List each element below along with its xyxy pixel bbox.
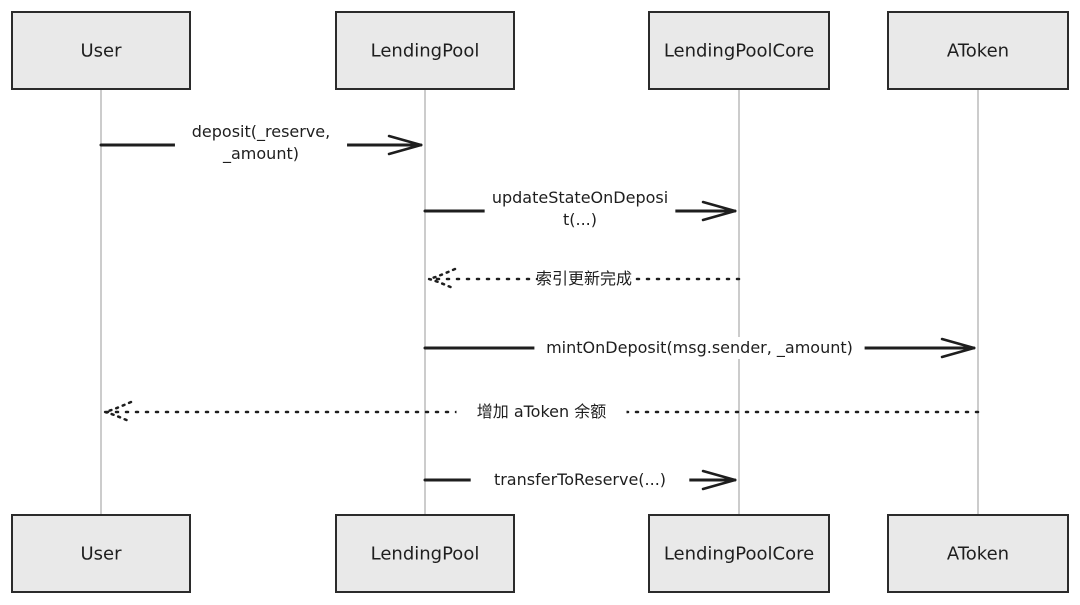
- message-2: 索引更新完成: [427, 267, 741, 291]
- participant-core-bottom: LendingPoolCore: [648, 514, 830, 593]
- participant-atoken-top: AToken: [887, 11, 1069, 90]
- arrowhead: [940, 337, 976, 359]
- message-label: deposit(_reserve,: [192, 122, 330, 142]
- message-label-bg: [174, 121, 348, 165]
- participant-label: AToken: [947, 544, 1009, 565]
- messages: deposit(_reserve,_amount)updateStateOnDe…: [99, 121, 980, 491]
- participant-box: [887, 11, 1069, 90]
- participant-boxes: UserUserLendingPoolLendingPoolLendingPoo…: [11, 11, 1069, 593]
- message-label: mintOnDeposit(msg.sender, _amount): [546, 338, 853, 358]
- message-label-bg: [456, 401, 627, 423]
- arrowhead: [701, 469, 737, 491]
- participant-user-top: User: [11, 11, 191, 90]
- message-label-bg: [538, 268, 630, 290]
- message-label-bg: [484, 187, 676, 231]
- message-label: t(...): [563, 210, 597, 229]
- participant-pool-bottom: LendingPool: [335, 514, 515, 593]
- message-label: 增加 aToken 余额: [477, 402, 607, 421]
- participant-box: [648, 11, 830, 90]
- participant-label: User: [80, 41, 122, 62]
- participant-atoken-bottom: AToken: [887, 514, 1069, 593]
- participant-label: LendingPool: [371, 41, 480, 62]
- message-label-bg: [470, 469, 690, 491]
- participant-box: [648, 514, 830, 593]
- participant-label: LendingPool: [371, 544, 480, 565]
- message-5: transferToReserve(...): [423, 469, 737, 491]
- message-3: mintOnDeposit(msg.sender, _amount): [423, 337, 976, 359]
- arrowhead: [701, 200, 737, 222]
- arrowhead: [428, 267, 457, 291]
- participant-label: LendingPoolCore: [664, 41, 814, 62]
- message-label: transferToReserve(...): [494, 470, 666, 489]
- participant-box: [887, 514, 1069, 593]
- message-4: 增加 aToken 余额: [103, 400, 980, 424]
- participant-label: LendingPoolCore: [664, 544, 814, 565]
- participant-box: [335, 514, 515, 593]
- message-label: updateStateOnDeposi: [492, 188, 668, 207]
- message-1: updateStateOnDeposi t(...): [423, 187, 737, 231]
- lifelines: [100, 89, 979, 515]
- participant-box: [335, 11, 515, 90]
- participant-box: [11, 11, 191, 90]
- message-0: deposit(_reserve,_amount): [99, 121, 423, 165]
- message-label-bg: [534, 337, 865, 359]
- arrowhead: [104, 400, 133, 424]
- participant-user-bottom: User: [11, 514, 191, 593]
- message-label: 索引更新完成: [536, 269, 632, 288]
- participant-core-top: LendingPoolCore: [648, 11, 830, 90]
- participant-pool-top: LendingPool: [335, 11, 515, 90]
- participant-label: User: [80, 544, 122, 565]
- message-label: _amount): [222, 144, 299, 164]
- arrowhead: [387, 134, 423, 156]
- participant-box: [11, 514, 191, 593]
- participant-label: AToken: [947, 41, 1009, 62]
